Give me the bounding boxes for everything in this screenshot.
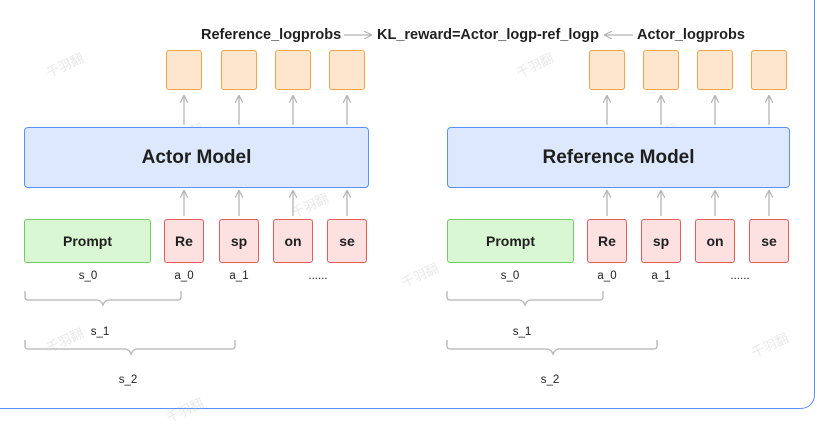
reference-token: Re <box>587 219 627 263</box>
reference-prompt-block: Prompt <box>447 219 574 263</box>
actor-s0-label: s_0 <box>78 270 98 282</box>
token-text: on <box>284 233 302 249</box>
reference-s0-label: s_0 <box>500 270 520 282</box>
reference-token: on <box>695 219 735 263</box>
brace-actor-s1 <box>24 291 182 307</box>
actor-output-box <box>329 50 365 90</box>
actor-output-box <box>275 50 311 90</box>
actor-prompt-label: Prompt <box>63 233 112 249</box>
reference-output-box <box>589 50 625 90</box>
reference-a1-label: a_1 <box>651 270 671 282</box>
reference-token: se <box>749 219 789 263</box>
actor-s2-label: s_2 <box>118 374 138 386</box>
reference-output-box <box>643 50 679 90</box>
token-text: Re <box>598 233 616 249</box>
reference-output-box <box>751 50 787 90</box>
actor-model-label: Actor Model <box>141 146 252 168</box>
actor-a0-label: a_0 <box>174 270 194 282</box>
reference-s2-label: s_2 <box>540 374 560 386</box>
reference-output-box <box>697 50 733 90</box>
reference-ellipsis-label: ...... <box>730 270 750 282</box>
reference-token: sp <box>641 219 681 263</box>
brace-ref-s1 <box>446 291 604 307</box>
token-text: on <box>706 233 724 249</box>
reference-model-block: Reference Model <box>447 127 790 188</box>
token-text: sp <box>230 233 248 249</box>
reference-s1-label: s_1 <box>512 326 532 338</box>
reference-logprobs-label: Reference_logprobs <box>201 27 342 43</box>
reference-prompt-label: Prompt <box>486 233 535 249</box>
reference-a0-label: a_0 <box>597 270 617 282</box>
actor-model-block: Actor Model <box>24 127 369 188</box>
actor-token: sp <box>219 219 259 263</box>
actor-output-box <box>166 50 202 90</box>
actor-token: on <box>273 219 313 263</box>
diagram-frame <box>0 0 815 409</box>
kl-reward-label: KL_reward=Actor_logp-ref_logp <box>377 27 599 43</box>
token-text: sp <box>652 233 670 249</box>
actor-a1-label: a_1 <box>229 270 249 282</box>
connector-layer <box>24 0 817 356</box>
token-text: se <box>339 233 355 249</box>
actor-output-box <box>221 50 257 90</box>
actor-prompt-block: Prompt <box>24 219 151 263</box>
brace-actor-s2 <box>24 340 236 356</box>
token-text: se <box>761 233 777 249</box>
actor-token: Re <box>164 219 204 263</box>
actor-token: se <box>327 219 367 263</box>
actor-logprobs-label: Actor_logprobs <box>637 27 745 43</box>
reference-model-label: Reference Model <box>542 146 695 168</box>
actor-ellipsis-label: ...... <box>308 270 328 282</box>
brace-ref-s2 <box>446 340 658 356</box>
token-text: Re <box>175 233 193 249</box>
actor-s1-label: s_1 <box>90 326 110 338</box>
